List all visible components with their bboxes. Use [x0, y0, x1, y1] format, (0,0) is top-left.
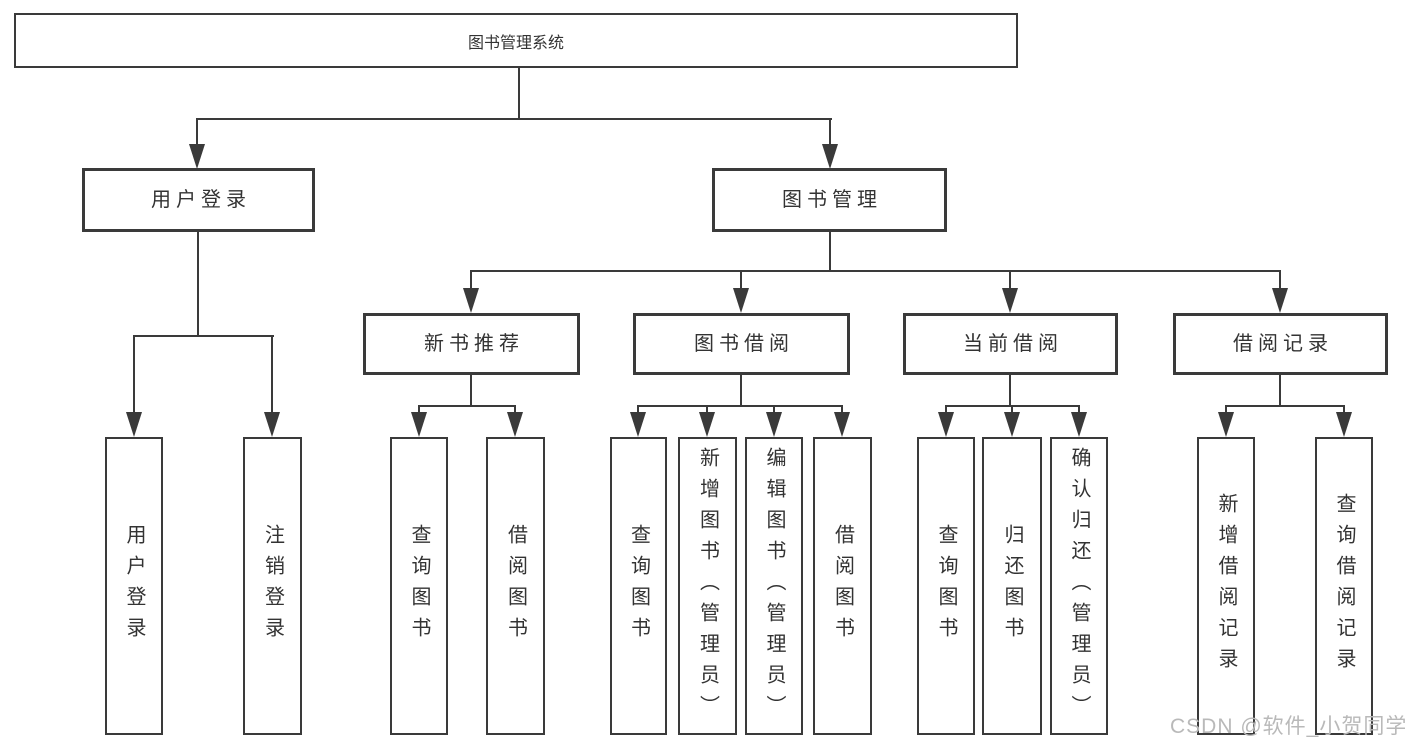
connector-line	[637, 405, 843, 407]
node-label: 新书推荐	[424, 333, 524, 355]
connector-line	[197, 230, 199, 337]
arrow-down	[189, 144, 205, 169]
connector-line	[1009, 373, 1011, 407]
node-label: 借阅图书	[504, 524, 527, 648]
node-label: 用户登录	[123, 524, 145, 648]
connector-line	[1279, 373, 1281, 407]
node-label: 用户登录	[151, 189, 251, 211]
connector-line	[829, 230, 831, 272]
node-label: 借阅图书	[831, 524, 854, 648]
connector-line	[1078, 405, 1080, 415]
connector-line	[740, 373, 742, 407]
node-library-management-system: 图书管理系统	[14, 13, 1018, 68]
connector-line	[514, 405, 516, 415]
node-label: 确认归还（管理员）	[1068, 446, 1090, 726]
arrow-down	[126, 412, 142, 437]
node-label: 查询借阅记录	[1333, 493, 1355, 679]
node-label: 当前借阅	[963, 333, 1063, 355]
leaf-query-books-recommend: 查询图书	[390, 437, 448, 735]
arrow-down	[699, 412, 715, 437]
node-label: 归还图书	[1001, 524, 1023, 648]
node-new-book-recommend: 新书推荐	[363, 313, 580, 375]
node-borrow-records: 借阅记录	[1173, 313, 1388, 375]
node-label: 查询图书	[935, 524, 957, 648]
arrow-down	[1218, 412, 1234, 437]
connector-line	[1009, 270, 1011, 290]
connector-line	[1279, 270, 1281, 290]
node-label: 图书管理	[782, 189, 882, 211]
connector-line	[418, 405, 420, 415]
node-label: 新增图书（管理员）	[696, 446, 719, 726]
leaf-add-book-admin: 新增图书（管理员）	[678, 437, 737, 735]
arrow-down	[822, 144, 838, 169]
connector-line	[945, 405, 947, 415]
arrow-down	[1002, 288, 1018, 313]
arrow-down	[630, 412, 646, 437]
node-current-borrow: 当前借阅	[903, 313, 1118, 375]
leaf-add-borrow-record: 新增借阅记录	[1197, 437, 1255, 735]
leaf-borrow-books-recommend: 借阅图书	[486, 437, 545, 735]
leaf-confirm-return-admin: 确认归还（管理员）	[1050, 437, 1108, 735]
connector-line	[418, 405, 516, 407]
arrow-down	[264, 412, 280, 437]
arrow-down	[1004, 412, 1020, 437]
node-label: 查询图书	[627, 524, 650, 648]
leaf-edit-book-admin: 编辑图书（管理员）	[745, 437, 803, 735]
leaf-query-books-current: 查询图书	[917, 437, 975, 735]
connector-line	[133, 335, 274, 337]
arrow-down	[938, 412, 954, 437]
connector-line	[1225, 405, 1345, 407]
node-book-borrow: 图书借阅	[633, 313, 850, 375]
leaf-logout: 注销登录	[243, 437, 302, 735]
connector-line	[740, 270, 742, 290]
connector-line	[133, 335, 135, 415]
connector-line	[196, 118, 832, 120]
connector-line	[271, 335, 273, 415]
connector-line	[196, 118, 198, 148]
connector-line	[470, 373, 472, 407]
connector-line	[829, 118, 831, 148]
connector-line	[637, 405, 639, 415]
connector-line	[470, 270, 1281, 272]
connector-line	[1225, 405, 1227, 415]
arrow-down	[766, 412, 782, 437]
connector-line	[470, 270, 472, 290]
arrow-down	[733, 288, 749, 313]
arrow-down	[1336, 412, 1352, 437]
arrow-down	[507, 412, 523, 437]
node-label: 注销登录	[261, 524, 284, 648]
node-label: 编辑图书（管理员）	[763, 446, 785, 726]
leaf-query-books-borrow: 查询图书	[610, 437, 667, 735]
arrow-down	[834, 412, 850, 437]
connector-line	[518, 66, 520, 120]
node-label: 新增借阅记录	[1215, 493, 1237, 679]
node-label: 查询图书	[408, 524, 430, 648]
connector-line	[773, 405, 775, 415]
arrow-down	[1071, 412, 1087, 437]
node-label: 图书管理系统	[467, 34, 564, 52]
node-label: 图书借阅	[694, 333, 794, 355]
watermark: CSDN @软件_小贺同学	[1170, 715, 1405, 738]
connector-line	[1011, 405, 1013, 415]
connector-line	[706, 405, 708, 415]
leaf-borrow-books: 借阅图书	[813, 437, 872, 735]
connector-line	[1343, 405, 1345, 415]
node-label: 借阅记录	[1233, 333, 1333, 355]
node-user-login: 用户登录	[82, 168, 315, 232]
node-book-management: 图书管理	[712, 168, 947, 232]
connector-line	[841, 405, 843, 415]
leaf-user-login: 用户登录	[105, 437, 163, 735]
arrow-down	[1272, 288, 1288, 313]
leaf-return-books: 归还图书	[982, 437, 1042, 735]
leaf-query-borrow-record: 查询借阅记录	[1315, 437, 1373, 735]
arrow-down	[463, 288, 479, 313]
arrow-down	[411, 412, 427, 437]
